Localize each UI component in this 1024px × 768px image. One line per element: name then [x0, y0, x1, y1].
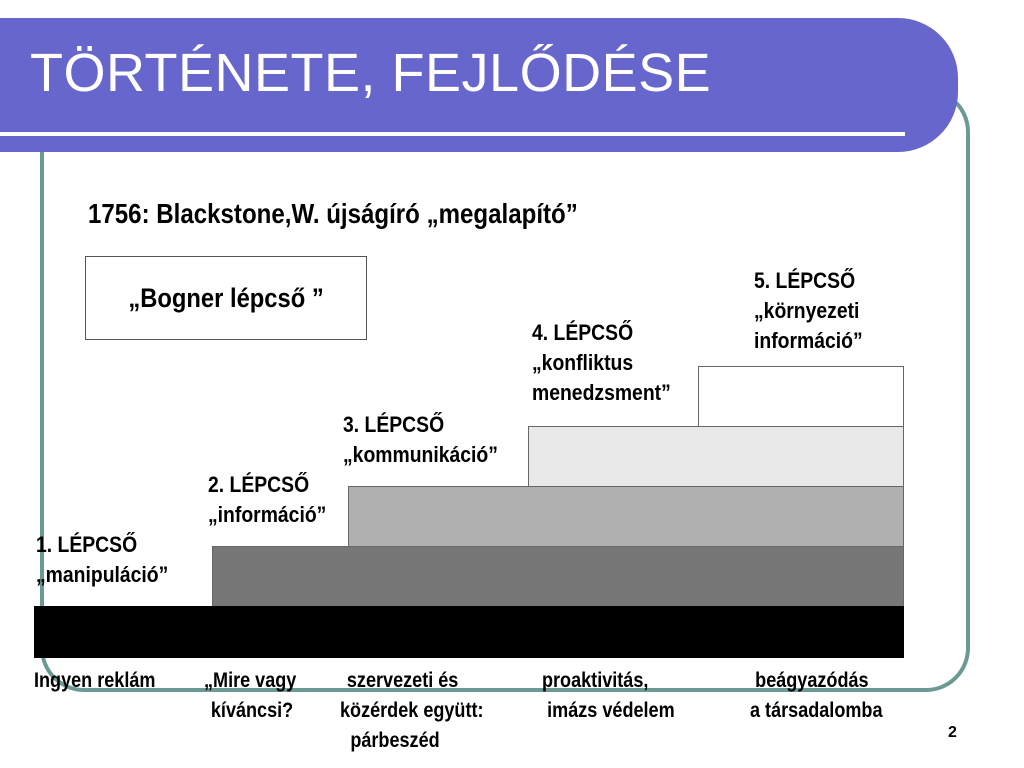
step-4-label-line1: 4. LÉPCSŐ [532, 320, 634, 345]
step-2-block [212, 546, 904, 608]
caption-5-line1: beágyazódás [755, 669, 869, 692]
caption-3-line1: szervezeti és [346, 669, 459, 692]
caption-4: proaktivitás, imázs védelem [542, 666, 675, 726]
step-4-label: 4. LÉPCSŐ „konfliktus menedzsment” [532, 318, 671, 408]
step-2-label: 2. LÉPCSŐ „információ” [208, 470, 326, 530]
page-number: 2 [948, 724, 957, 741]
subtitle: 1756: Blackstone,W. újságíró „megalapító… [88, 198, 578, 229]
title-underline [0, 132, 905, 136]
step-5-label: 5. LÉPCSŐ „környezeti információ” [754, 266, 863, 356]
caption-5-line2: a társadalomba [750, 699, 883, 722]
caption-3: szervezeti és közérdek együtt: párbeszéd [340, 666, 484, 756]
step-3-label-line2: „kommunikáció” [343, 442, 498, 467]
step-1-label: 1. LÉPCSŐ „manipuláció” [36, 530, 168, 590]
step-4-label-line3: menedzsment” [532, 380, 671, 405]
caption-2-line2: kíváncsi? [210, 699, 294, 722]
caption-2: „Mire vagy kíváncsi? [204, 666, 296, 726]
step-1-label-line2: „manipuláció” [36, 562, 169, 587]
bogner-box-label: „Bogner lépcső ” [128, 282, 324, 313]
step-4-block [528, 426, 904, 488]
caption-4-line1: proaktivitás, [542, 669, 649, 692]
step-1-label-line1: 1. LÉPCSŐ [36, 532, 138, 557]
step-5-label-line1: 5. LÉPCSŐ [754, 268, 856, 293]
step-3-block [348, 486, 904, 548]
step-3-label: 3. LÉPCSŐ „kommunikáció” [343, 410, 498, 470]
step-3-label-line1: 3. LÉPCSŐ [343, 412, 445, 437]
step-2-label-line2: „információ” [208, 502, 327, 527]
caption-1: Ingyen reklám [34, 666, 155, 696]
caption-2-line1: „Mire vagy [204, 669, 297, 692]
step-1-block [34, 606, 904, 658]
step-5-block [698, 366, 904, 428]
step-5-label-line3: információ” [754, 328, 863, 353]
caption-3-line2: közérdek együtt: [340, 699, 484, 722]
bogner-box: „Bogner lépcső ” [85, 256, 367, 340]
step-4-label-line2: „konfliktus [532, 350, 634, 375]
caption-3-line3: párbeszéd [350, 729, 440, 752]
title-bar [0, 18, 958, 152]
slide-title: TÖRTÉNETE, FEJLŐDÉSE [30, 43, 712, 103]
step-5-label-line2: „környezeti [754, 298, 860, 323]
caption-5: beágyazódás a társadalomba [750, 666, 883, 726]
step-2-label-line1: 2. LÉPCSŐ [208, 472, 310, 497]
caption-4-line2: imázs védelem [547, 699, 675, 722]
caption-1-line1: Ingyen reklám [34, 669, 156, 692]
